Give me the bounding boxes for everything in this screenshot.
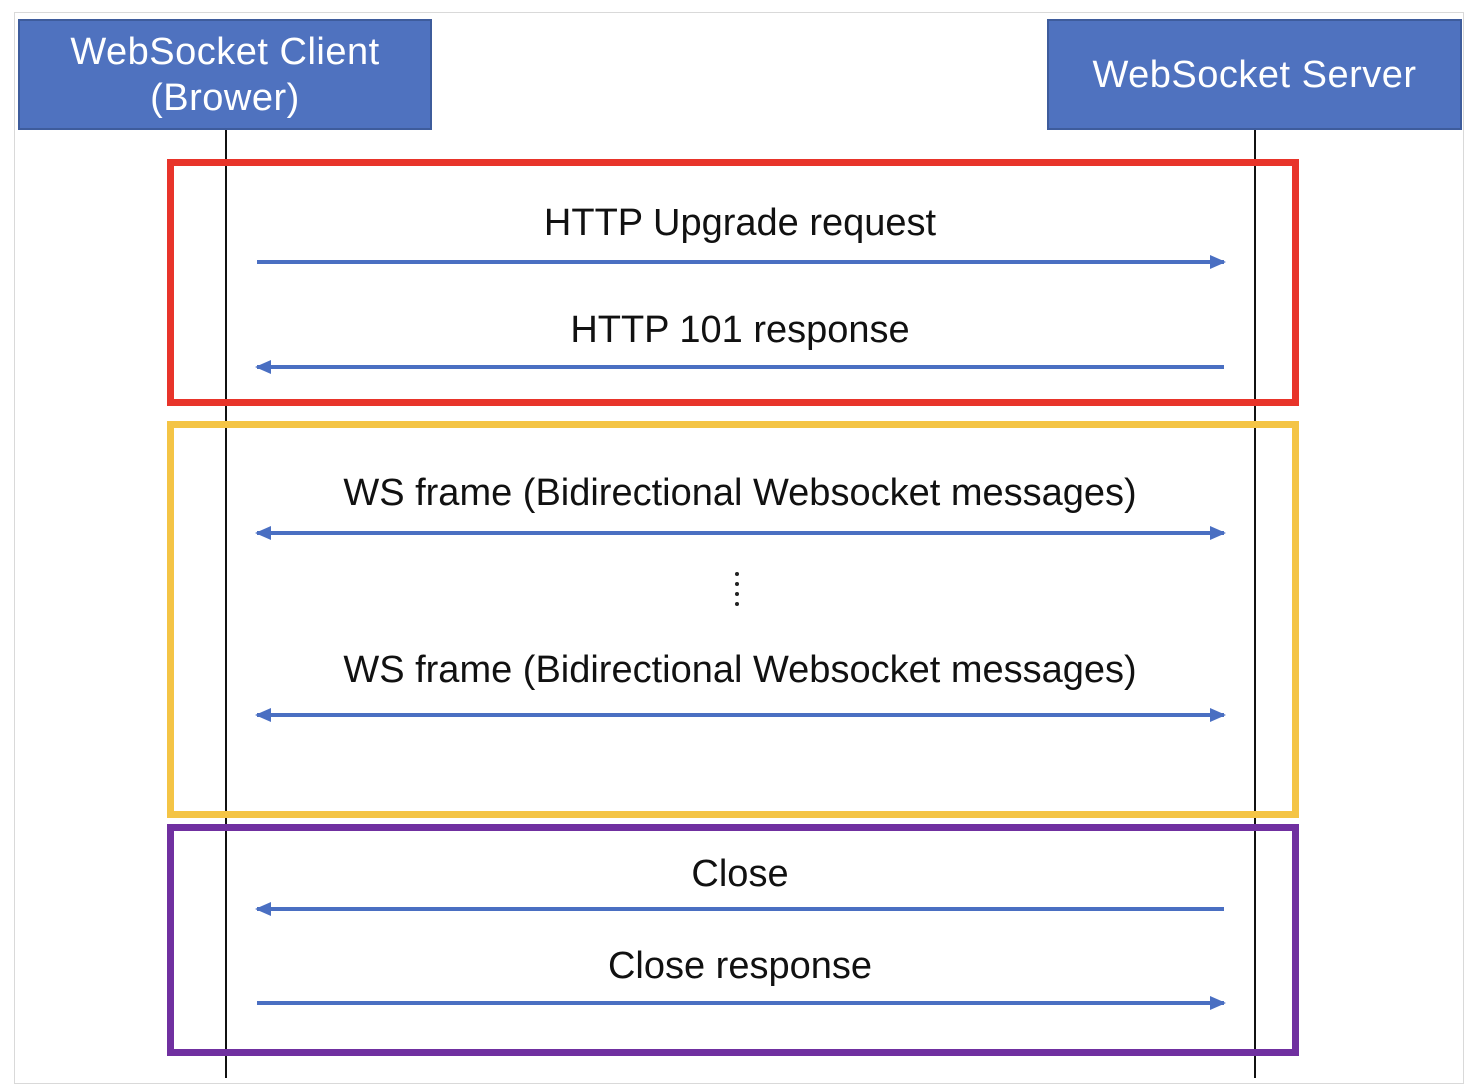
client-subtitle: (Brower) [150, 76, 300, 119]
server-title: WebSocket Server [1092, 53, 1417, 96]
server-lifeline [1254, 130, 1256, 1078]
client-title: WebSocket Client [70, 30, 380, 73]
arrowhead [1210, 708, 1226, 722]
client-lifeline [225, 130, 227, 1078]
arrowhead [1210, 255, 1226, 269]
arrowhead [1210, 526, 1226, 540]
websocket-client-box: WebSocket Client (Brower) [18, 19, 432, 130]
arrowhead [255, 360, 271, 374]
message-label-close-response: Close response [607, 945, 873, 987]
arrowhead [255, 708, 271, 722]
data-transfer-phase-box [167, 421, 1299, 818]
message-label-ws-frame-2: WS frame (Bidirectional Websocket messag… [343, 649, 1137, 691]
diagram-frame [14, 12, 1464, 1084]
arrowhead [255, 526, 271, 540]
arrowhead [255, 902, 271, 916]
message-label-101-response: HTTP 101 response [570, 309, 910, 351]
message-label-close: Close [691, 853, 789, 895]
websocket-server-box: WebSocket Server [1047, 19, 1462, 130]
close-phase-box [167, 824, 1299, 1056]
handshake-phase-box [167, 159, 1299, 406]
message-label-ws-frame-1: WS frame (Bidirectional Websocket messag… [343, 472, 1137, 514]
vertical-ellipsis-icon [728, 568, 746, 610]
message-label-upgrade-request: HTTP Upgrade request [543, 202, 937, 244]
arrowhead [1210, 996, 1226, 1010]
